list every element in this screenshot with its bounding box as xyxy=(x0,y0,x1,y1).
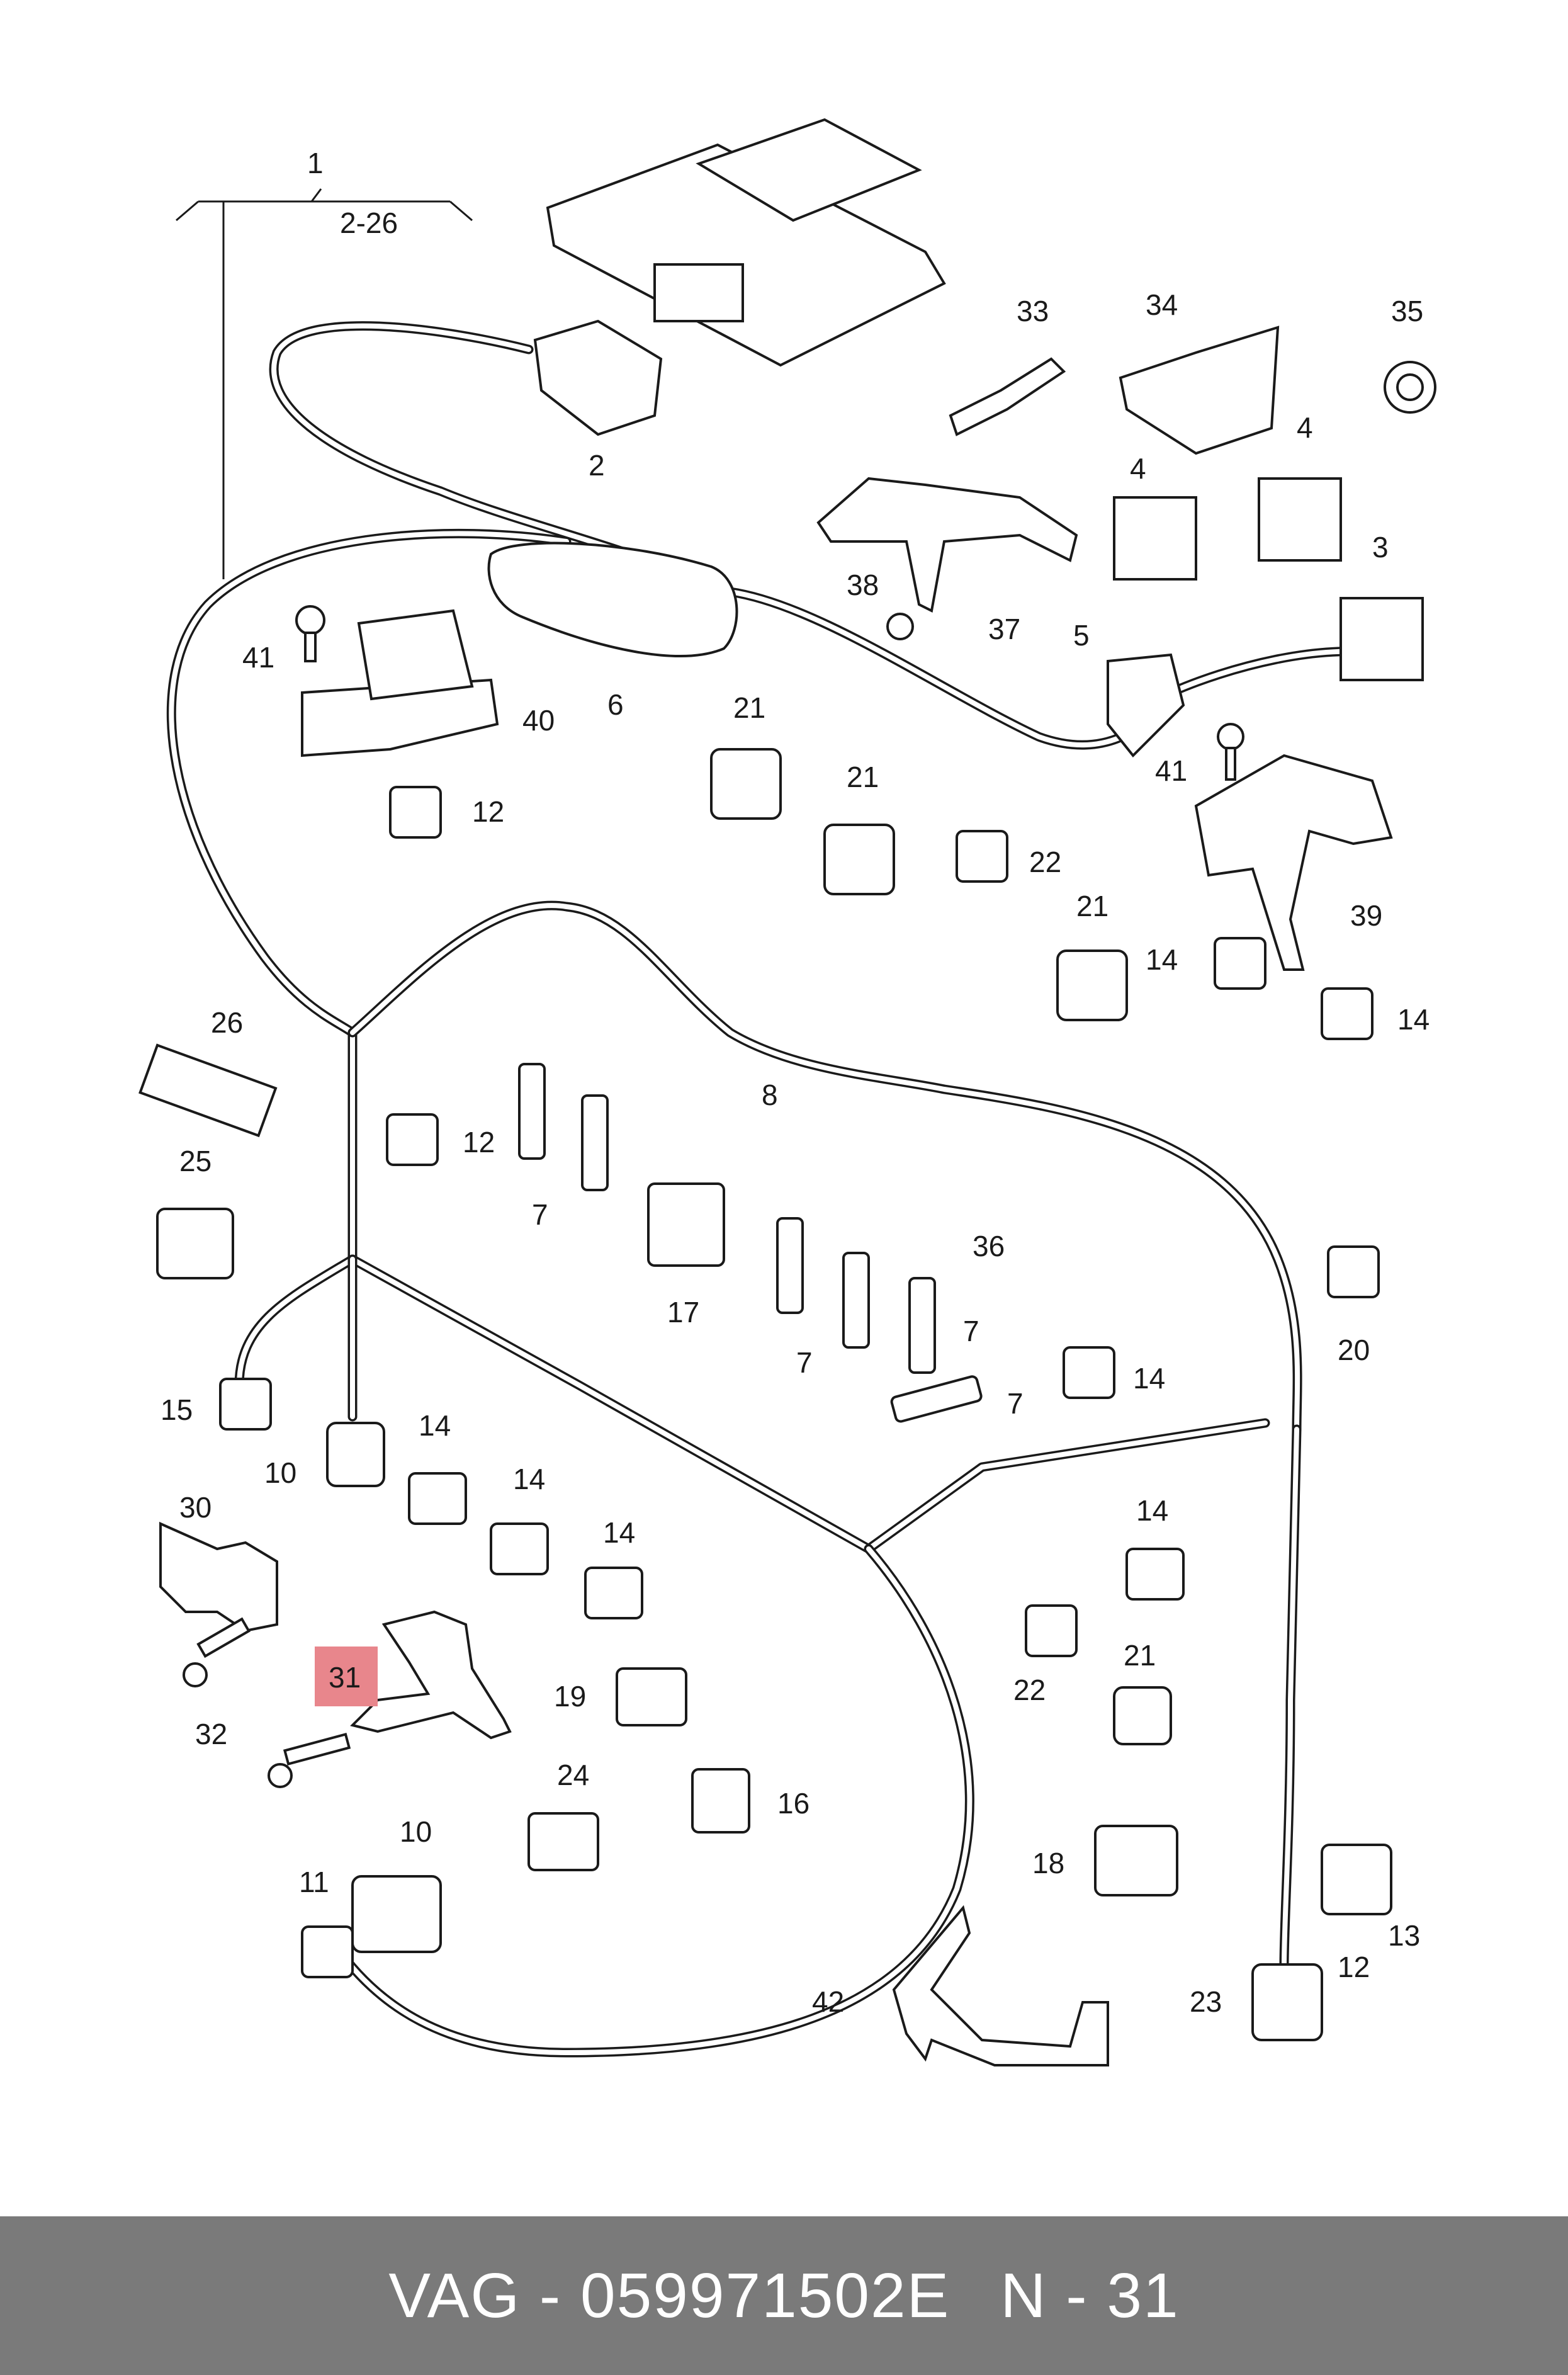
label-34: 34 xyxy=(1146,288,1178,321)
connector-3-part xyxy=(1340,597,1424,681)
label-33: 33 xyxy=(1017,295,1049,327)
sensor-7-parts xyxy=(518,1063,983,1423)
label-22b: 22 xyxy=(1013,1674,1046,1706)
label-10b: 10 xyxy=(400,1815,432,1848)
label-23: 23 xyxy=(1190,1985,1222,2018)
label-11: 11 xyxy=(299,1866,329,1898)
bracket-33-part xyxy=(949,357,1066,436)
label-16: 16 xyxy=(777,1787,809,1820)
label-4b: 4 xyxy=(1297,411,1313,444)
label-15: 15 xyxy=(161,1393,193,1426)
label-30: 30 xyxy=(179,1491,212,1524)
label-13: 13 xyxy=(1388,1919,1420,1952)
label-41a: 41 xyxy=(242,641,274,674)
grommet-5-part xyxy=(1107,653,1185,757)
label-2: 2 xyxy=(589,449,605,482)
harness-wires xyxy=(166,321,1390,2058)
part-number-footer: VAG - 059971502E N - 31 xyxy=(0,2216,1568,2375)
label-17: 17 xyxy=(667,1296,699,1329)
label-14d: 14 xyxy=(419,1409,451,1442)
wiring-harness-diagram: 1 2-26 2 3 4 4 5 6 7 7 7 7 8 10 10 11 12… xyxy=(138,118,1436,2066)
label-7a: 7 xyxy=(532,1198,548,1231)
bracket-30-part xyxy=(159,1521,278,1633)
label-3: 3 xyxy=(1372,531,1389,564)
label-14g: 14 xyxy=(1136,1494,1168,1527)
label-12b: 12 xyxy=(463,1126,495,1159)
label-37: 37 xyxy=(988,613,1020,645)
label-21a: 21 xyxy=(733,691,765,724)
bolt-32-part xyxy=(183,1617,351,1788)
label-4a: 4 xyxy=(1130,452,1146,485)
label-14f: 14 xyxy=(603,1516,635,1549)
connector-2-part xyxy=(533,319,663,436)
label-39: 39 xyxy=(1350,899,1382,932)
callout-labels: 1 2-26 2 3 4 4 5 6 7 7 7 7 8 10 10 11 12… xyxy=(161,147,1430,2018)
highlight-box-31 xyxy=(315,1647,378,1706)
label-6: 6 xyxy=(607,688,624,721)
control-unit-part xyxy=(546,118,946,367)
label-10a: 10 xyxy=(264,1456,296,1489)
connector-4b-part xyxy=(1258,477,1342,562)
bracket-40-part xyxy=(301,609,499,757)
label-12c: 12 xyxy=(1338,1951,1370,1983)
label-41b: 41 xyxy=(1155,754,1187,787)
sleeve-6-part xyxy=(487,541,738,657)
label-8: 8 xyxy=(762,1079,778,1111)
bracket-37-part xyxy=(816,477,1078,613)
bracket-39-part xyxy=(1194,754,1393,971)
label-38: 38 xyxy=(847,569,879,601)
clip-35-part xyxy=(1384,361,1436,414)
connector-4a-part xyxy=(1113,496,1197,581)
label-19: 19 xyxy=(554,1680,586,1713)
label-21d: 21 xyxy=(1124,1639,1156,1672)
label-14a: 14 xyxy=(1146,943,1178,976)
position-text: N - 31 xyxy=(1000,2260,1180,2331)
label-32: 32 xyxy=(195,1718,227,1750)
label-25: 25 xyxy=(179,1145,212,1177)
label-40: 40 xyxy=(522,704,555,737)
bracket-42-part xyxy=(892,1905,1109,2066)
screw-41-part xyxy=(295,605,325,662)
label-42: 42 xyxy=(812,1985,844,2018)
small-connectors xyxy=(138,748,1392,2041)
label-21c: 21 xyxy=(1076,890,1108,922)
bracket-31-part xyxy=(350,1610,512,1740)
label-14c: 14 xyxy=(1133,1362,1165,1395)
label-26: 26 xyxy=(211,1006,243,1039)
screw-41b-part xyxy=(1217,723,1244,781)
label-18: 18 xyxy=(1032,1847,1064,1879)
label-7b: 7 xyxy=(796,1346,813,1379)
label-36: 36 xyxy=(973,1230,1005,1262)
label-21b: 21 xyxy=(847,761,879,793)
label-35: 35 xyxy=(1391,295,1423,327)
label-1: 1 xyxy=(307,147,324,179)
label-14e: 14 xyxy=(513,1463,545,1495)
label-1-bracket xyxy=(176,188,473,579)
label-2-26: 2-26 xyxy=(340,207,398,239)
label-22a: 22 xyxy=(1029,846,1061,878)
nut-38-part xyxy=(886,613,914,640)
label-7c: 7 xyxy=(963,1315,979,1347)
label-20: 20 xyxy=(1338,1334,1370,1366)
label-12a: 12 xyxy=(472,795,504,828)
label-7d: 7 xyxy=(1007,1387,1024,1420)
label-14b: 14 xyxy=(1397,1003,1430,1036)
label-24: 24 xyxy=(557,1759,589,1791)
part-number-text: VAG - 059971502E xyxy=(388,2260,950,2331)
label-5: 5 xyxy=(1073,619,1090,652)
bracket-34-part xyxy=(1119,326,1280,455)
label-31: 31 xyxy=(329,1661,361,1694)
